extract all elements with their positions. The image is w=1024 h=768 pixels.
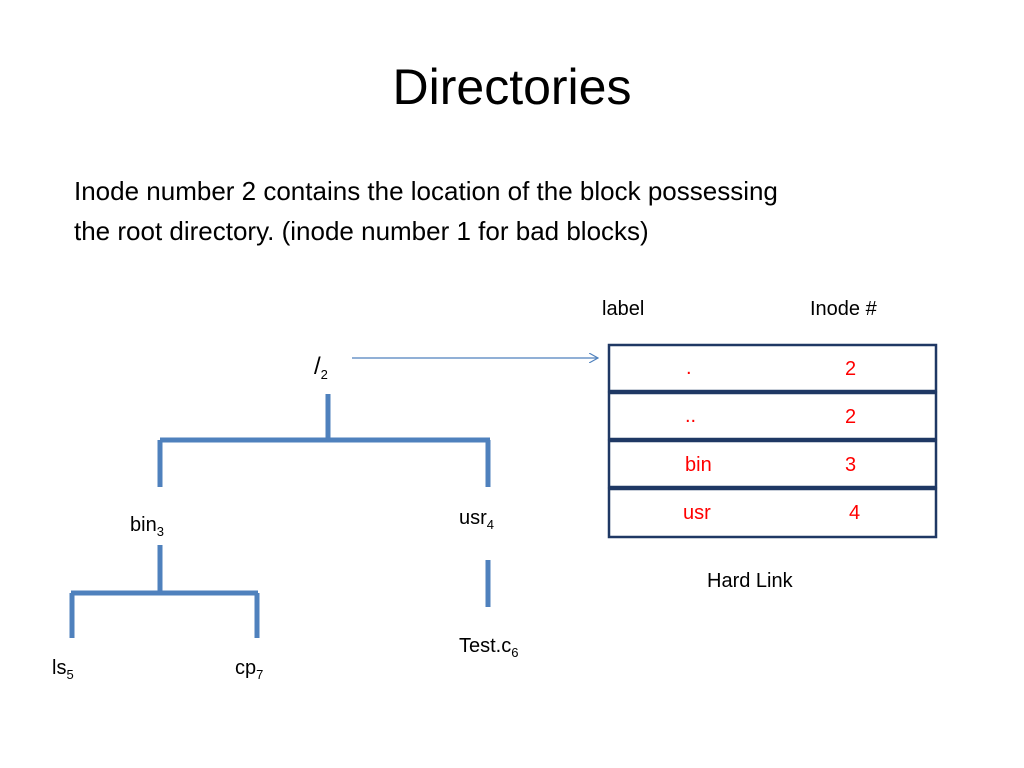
body-line-2: the root directory. (inode number 1 for …: [74, 216, 649, 246]
column-header-label: label: [602, 298, 645, 320]
cp-name: cp: [235, 657, 257, 679]
table-row-3-label: bin: [685, 454, 712, 476]
root-inode: 2: [320, 367, 328, 382]
tree-node-root: /2: [314, 353, 328, 382]
tree-node-usr: usr4: [459, 507, 494, 531]
test-inode: 6: [511, 645, 519, 660]
column-header-inode: Inode #: [810, 298, 877, 320]
ls-inode: 5: [66, 667, 74, 682]
tree-node-test: Test.c6: [459, 635, 518, 659]
cp-inode: 7: [256, 667, 264, 682]
hard-link-caption: Hard Link: [707, 570, 793, 592]
table-row-1-box: [607, 343, 938, 393]
table-row-2-box: [607, 391, 938, 441]
tree-lines: [69, 394, 491, 638]
slide-body-text: Inode number 2 contains the location of …: [74, 171, 954, 251]
body-line-1: Inode number 2 contains the location of …: [74, 176, 778, 206]
bin-inode: 3: [156, 524, 164, 539]
usr-inode: 4: [486, 517, 495, 532]
directory-table: [607, 343, 938, 539]
table-row-3-box: [607, 439, 938, 489]
table-row-4-box: [607, 487, 938, 539]
table-row-2-inode: 2: [845, 406, 857, 428]
table-row-3-inode: 3: [845, 454, 857, 476]
tree-node-cp: cp7: [235, 657, 263, 681]
tree-node-bin: bin3: [130, 514, 164, 538]
bin-name: bin: [130, 514, 157, 536]
tree-node-ls: ls5: [52, 657, 74, 681]
usr-name: usr: [459, 507, 487, 529]
table-row-2-label: ..: [685, 405, 697, 427]
table-row-4-label: usr: [683, 502, 711, 524]
ls-name: ls: [52, 657, 67, 679]
table-row-1-inode: 2: [845, 358, 857, 380]
test-name: Test.c: [459, 635, 512, 657]
table-row-1-label: .: [686, 357, 692, 379]
root-name: /: [314, 353, 321, 380]
table-row-4-inode: 4: [849, 502, 861, 524]
slide-title: Directories: [392, 59, 632, 115]
